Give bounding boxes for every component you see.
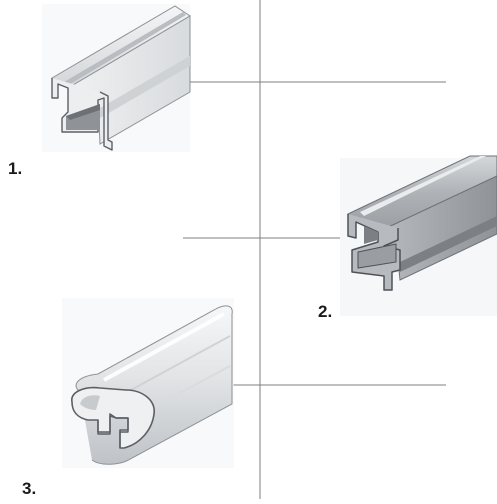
divider-lines [183,0,446,499]
single-channel-rail [42,4,191,152]
item-number-1: 1. [8,159,23,178]
item-number-3: 3. [22,479,37,498]
double-channel-rail [340,155,497,316]
oval-rail [62,298,234,468]
item-number-2: 2. [318,302,333,321]
